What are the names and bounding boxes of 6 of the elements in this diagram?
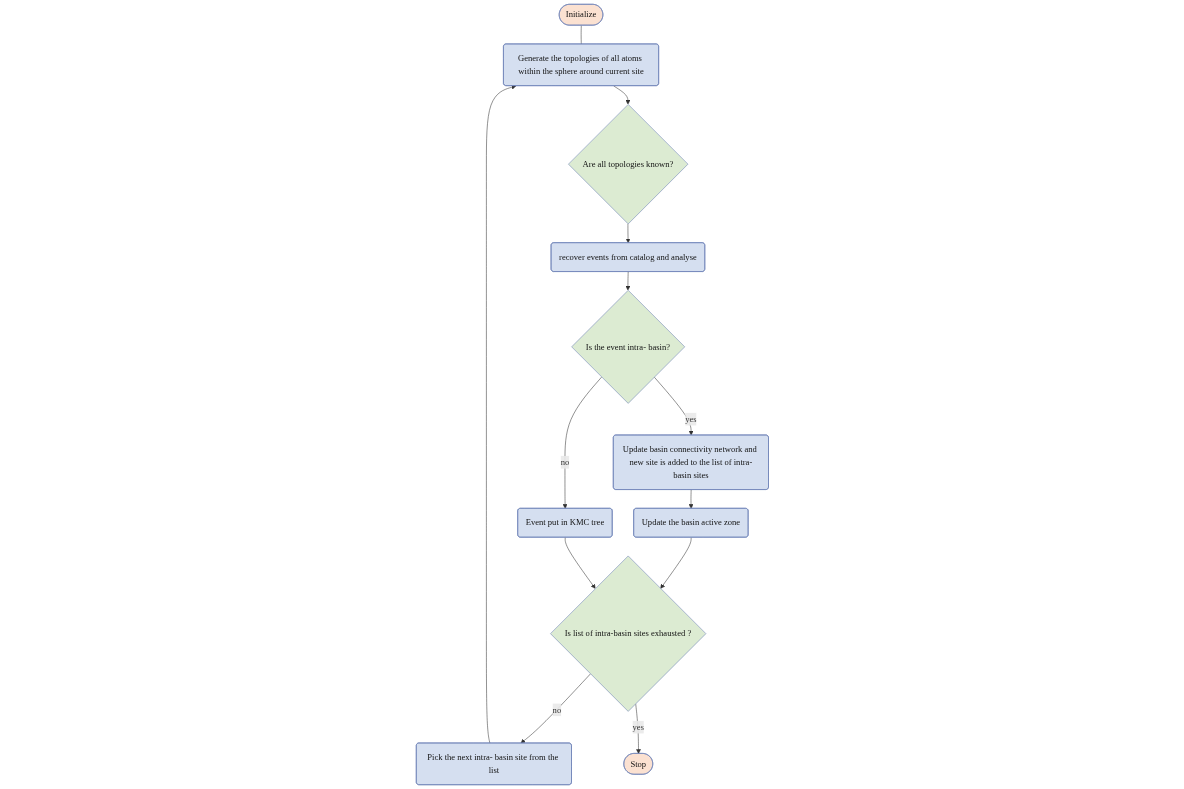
edge-label: no xyxy=(560,457,569,467)
edge-label: no xyxy=(552,705,561,715)
edge-label: yes xyxy=(632,722,644,732)
node-diamond: Are all topologies known? xyxy=(567,104,688,225)
node-diamond: Is the event intra- basin? xyxy=(570,290,685,404)
edge-label: yes xyxy=(684,414,697,424)
